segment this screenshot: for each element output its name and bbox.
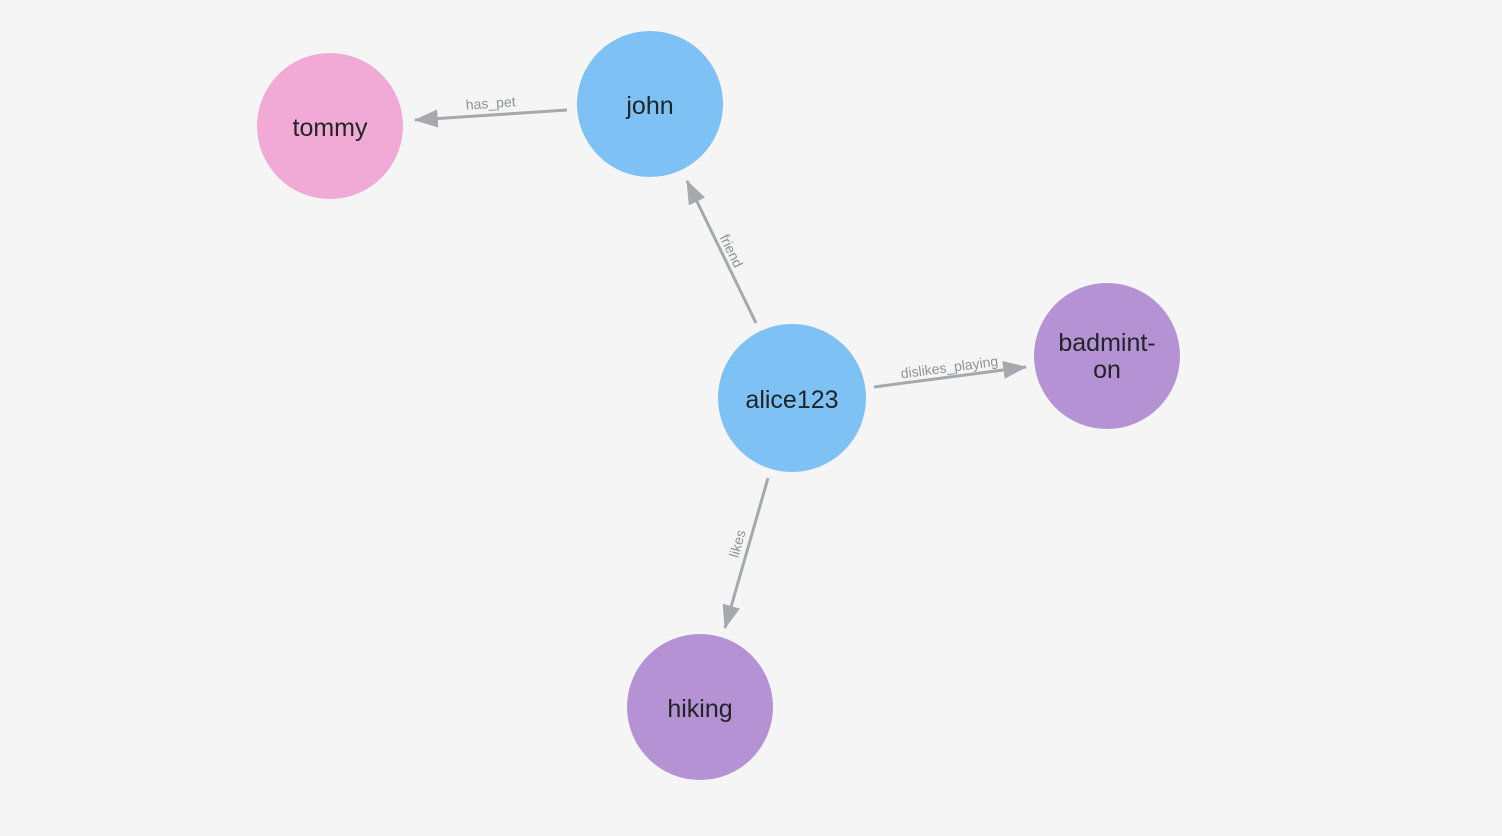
node-alice123-circle[interactable] (718, 324, 866, 472)
node-john[interactable]: john (577, 31, 723, 177)
node-tommy[interactable]: tommy (257, 53, 403, 199)
node-hiking-circle[interactable] (627, 634, 773, 780)
node-badminton[interactable]: badmint- on (1034, 283, 1180, 429)
edge-has-pet[interactable]: has_pet (413, 93, 568, 128)
edge-friend-line[interactable] (685, 179, 758, 324)
edge-likes[interactable]: likes (722, 477, 770, 630)
node-hiking[interactable]: hiking (627, 634, 773, 780)
edge-has-pet-line[interactable] (413, 108, 568, 128)
edge-has-pet-label: has_pet (465, 93, 516, 112)
edge-dislikes-playing-line[interactable] (873, 361, 1028, 389)
edge-friend[interactable]: friend (685, 179, 758, 324)
edge-dislikes-playing[interactable]: dislikes_playing (873, 353, 1028, 389)
node-tommy-circle[interactable] (257, 53, 403, 199)
edge-likes-label: likes (726, 528, 749, 559)
node-badminton-circle[interactable] (1034, 283, 1180, 429)
node-alice123[interactable]: alice123 (718, 324, 866, 472)
node-john-circle[interactable] (577, 31, 723, 177)
edge-likes-line[interactable] (722, 477, 770, 630)
